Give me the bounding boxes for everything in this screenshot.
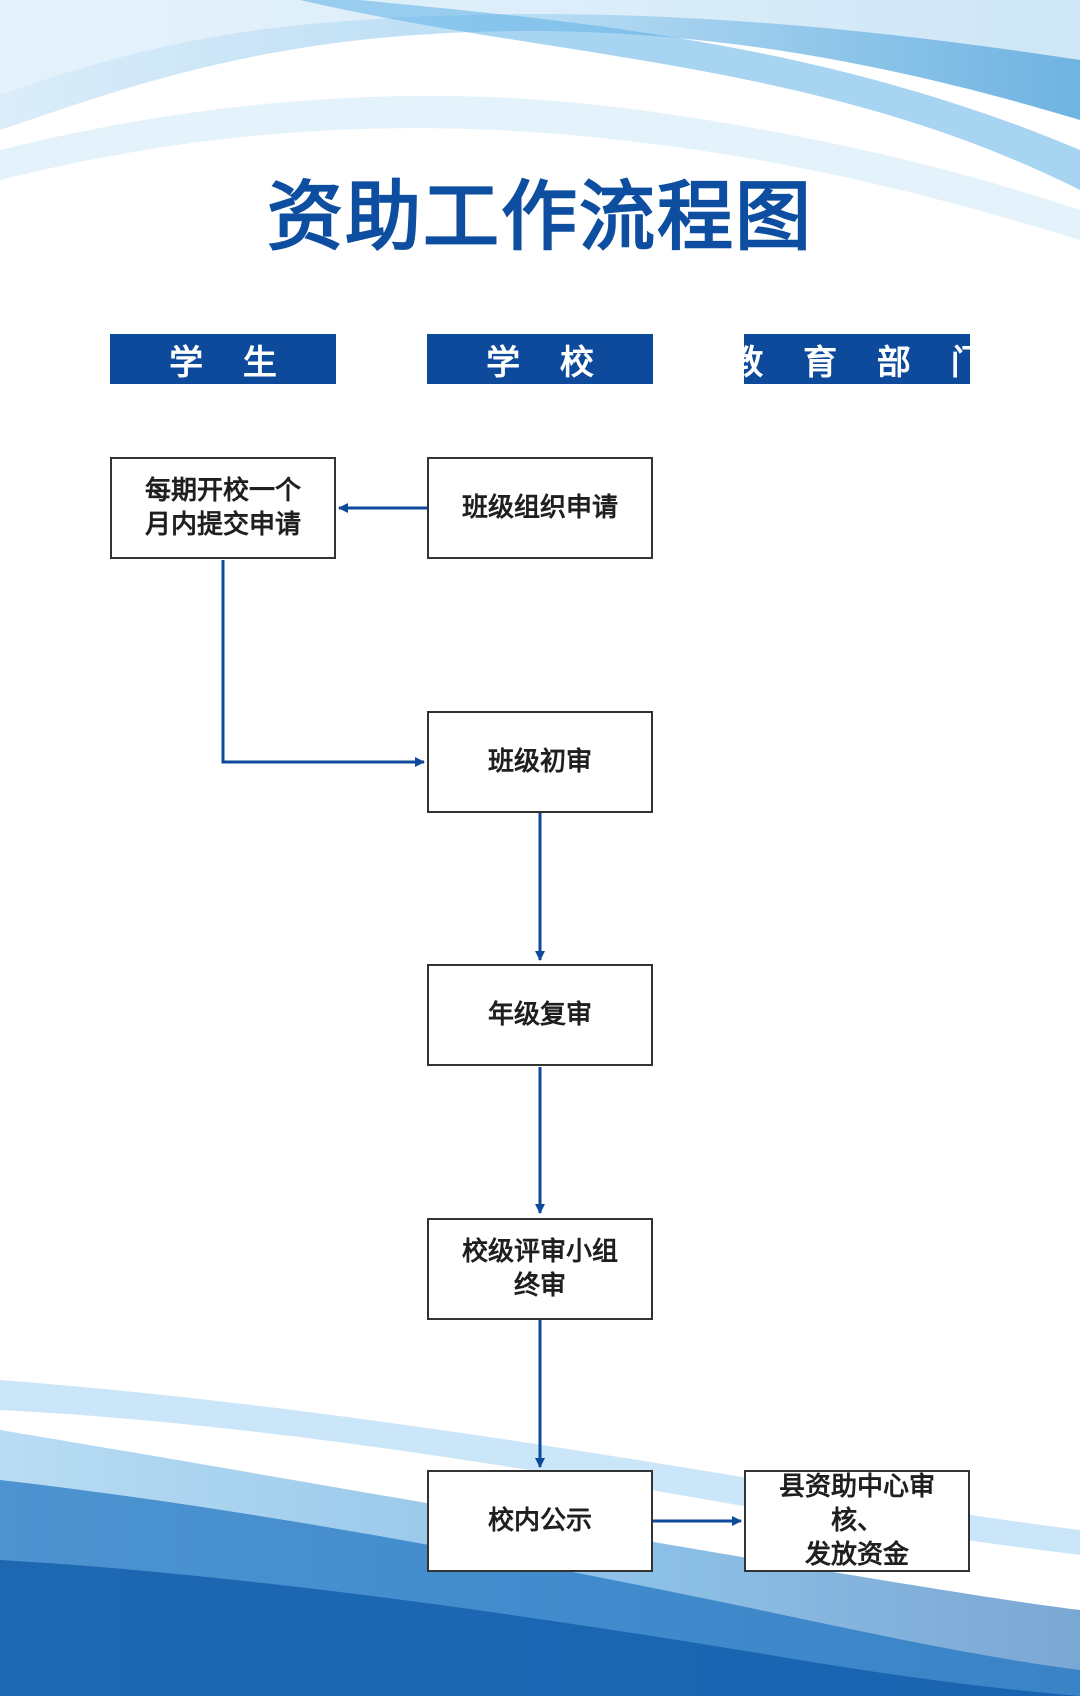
step-class-review: 班级初审 [427,711,653,813]
step-school-final-review: 校级评审小组 终审 [427,1218,653,1320]
lane-header-student: 学 生 [110,334,336,384]
step-school-publicity: 校内公示 [427,1470,653,1572]
step-grade-review: 年级复审 [427,964,653,1066]
lane-header-education-dept: 教 育 部 门 [729,334,985,384]
step-class-organize: 班级组织申请 [427,457,653,559]
step-county-disburse: 县资助中心审核、 发放资金 [744,1470,970,1572]
lane-header-school: 学 校 [427,334,653,384]
page-title: 资助工作流程图 [267,172,813,261]
step-student-submit: 每期开校一个 月内提交申请 [110,457,336,559]
arrow-submit-to-class-review [221,560,425,767]
